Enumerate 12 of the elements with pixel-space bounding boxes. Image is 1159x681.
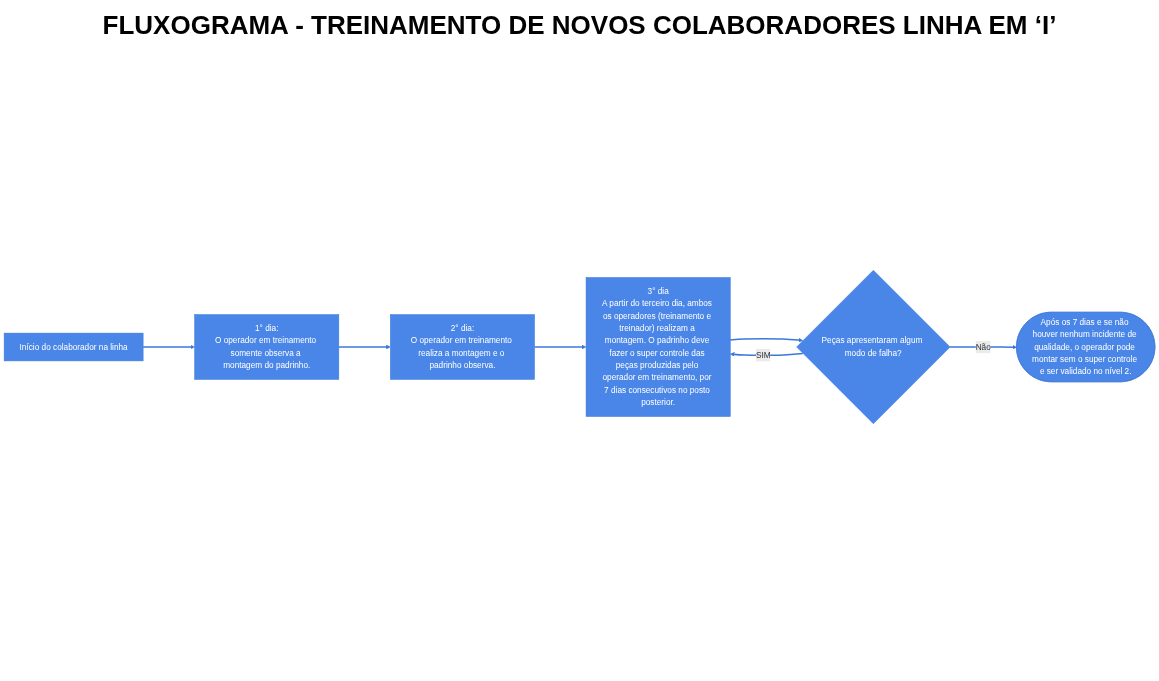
node-box: 1° dia: O operador em treinamento somente observa a montagem do padrinho.	[194, 314, 340, 380]
node-box: 3° dia A partir do terceiro dia, ambos os operadores (treinamento e treinador) realizam a montagem. O padrinho deve fazer o super controle das peças produzidas pelo operador em treinamento, por 7 dias consecutivos no posto posterior.	[585, 277, 731, 417]
arrow	[142, 344, 195, 350]
diagram-title: FLUXOGRAMA - TREINAMENTO DE NOVOS COLABORADORES LINHA EM ‘I’	[101, 10, 1058, 41]
node-diamond: Peças apresentaram algum modo de falha?	[796, 270, 951, 424]
arrow	[533, 344, 587, 350]
arrow	[729, 337, 804, 343]
arrow	[338, 344, 391, 350]
edge-label: Não	[975, 342, 991, 352]
edge-label: SIM	[756, 350, 771, 360]
node-box: 2° dia: O operador em treinamento realiza a montagem e o padrinho observa.	[390, 314, 535, 380]
node-box: Início do colaborador na linha	[3, 332, 144, 362]
